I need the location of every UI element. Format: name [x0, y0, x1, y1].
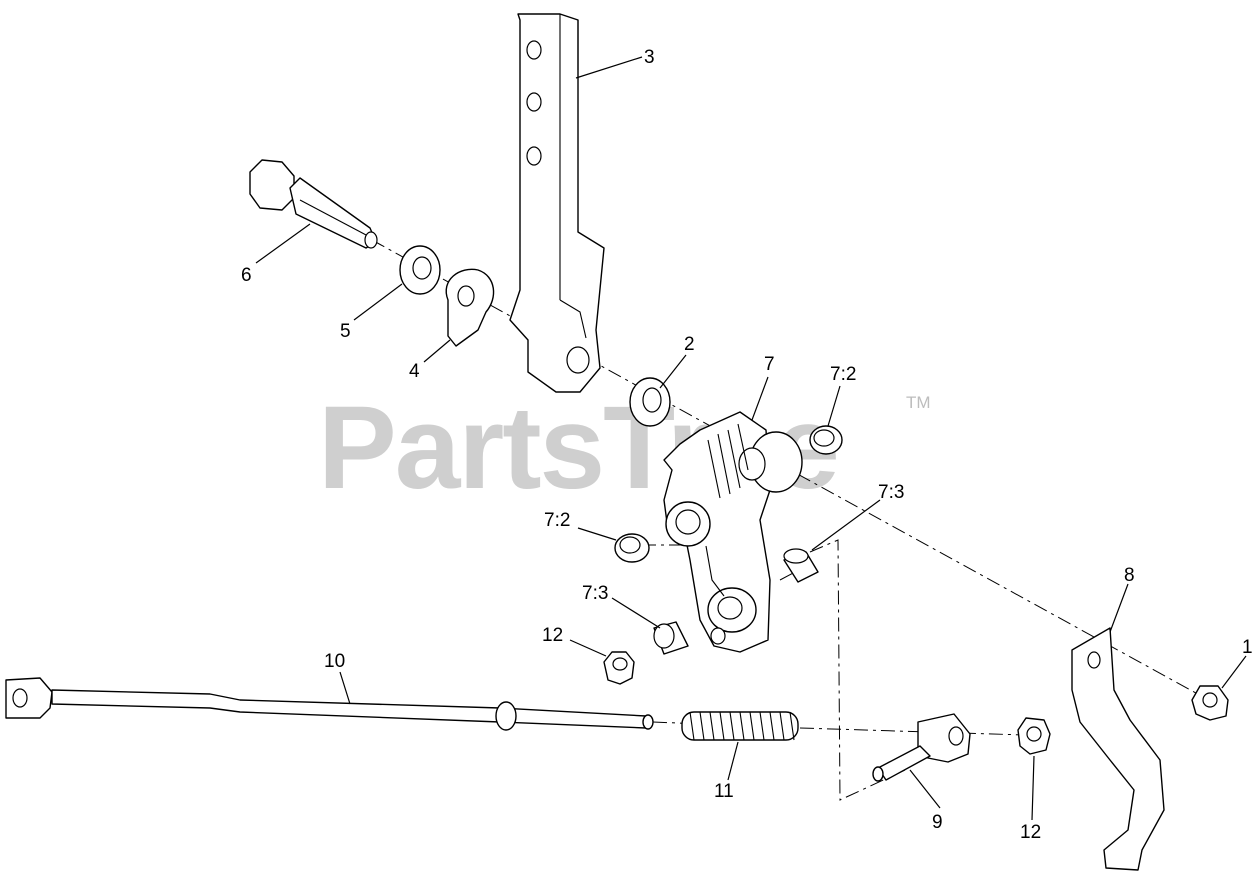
callout-10: 10: [324, 651, 345, 672]
part-10-control-rod: [5, 677, 654, 731]
part-3-lever-arm: [509, 13, 605, 393]
callout-5: 5: [340, 321, 351, 342]
callout-3: 3: [644, 47, 655, 68]
link-path-line: [809, 539, 906, 801]
callout-7-3-left: 7:3: [582, 583, 608, 604]
pivot-axis-line: [371, 239, 1206, 699]
part-1-nut: [1191, 685, 1229, 721]
part-12-nut-lower: [1017, 717, 1051, 755]
part-2-washer: [629, 377, 671, 427]
part-7-2-bushing-lower: [614, 533, 650, 563]
part-6-shoulder-bolt: [249, 159, 378, 249]
callout-7-2-lower: 7:2: [544, 510, 570, 531]
callout-12-lower: 12: [1020, 822, 1041, 843]
callout-7-3-right: 7:3: [878, 482, 904, 503]
part-8-bracket: [1071, 627, 1165, 871]
callout-11: 11: [714, 781, 734, 802]
callout-1: 1: [1242, 637, 1253, 658]
callout-12-upper: 12: [542, 625, 563, 646]
part-11-spring: [681, 711, 799, 741]
part-5-washer: [399, 245, 441, 295]
callout-labels: 3 6 5 4 2 7 7:2 7:3 7:2 7:3 12 8 1 10 11…: [241, 47, 1253, 843]
part-7-3-bushing-right: [783, 548, 819, 583]
callout-8: 8: [1124, 565, 1135, 586]
part-7-lever-assembly: [663, 411, 803, 653]
leader-lines: [255, 56, 1247, 821]
part-9-swivel-link: [872, 713, 971, 782]
part-7-2-bushing-upper: [809, 425, 843, 455]
part-7-3-bushing-left: [653, 621, 689, 655]
part-12-nut-upper: [603, 651, 635, 685]
spring-axis-line: [799, 727, 1026, 736]
watermark-trademark: TM: [906, 393, 931, 412]
callout-6: 6: [241, 265, 252, 286]
part-4-tab-washer: [445, 268, 495, 347]
callout-2: 2: [684, 334, 695, 355]
callout-4: 4: [409, 361, 420, 382]
callout-9: 9: [932, 812, 943, 833]
callout-7-2-upper: 7:2: [830, 364, 856, 385]
callout-7: 7: [764, 354, 775, 375]
